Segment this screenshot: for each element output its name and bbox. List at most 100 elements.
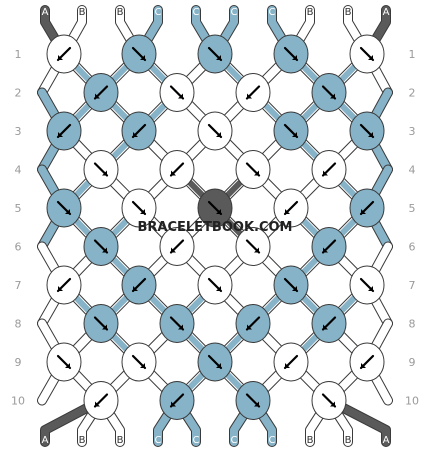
row-number-left: 9 — [15, 356, 22, 369]
arrow-head — [133, 132, 138, 137]
arrow-head — [323, 170, 328, 176]
knot[interactable] — [235, 304, 271, 343]
arrow-head — [368, 286, 373, 291]
arrow-head — [58, 55, 63, 60]
knot[interactable] — [83, 73, 119, 112]
knot[interactable] — [197, 342, 233, 382]
knot[interactable] — [159, 73, 195, 112]
knot[interactable] — [121, 111, 157, 151]
knot[interactable] — [349, 265, 385, 305]
knot[interactable] — [159, 381, 195, 420]
knot[interactable] — [83, 304, 119, 343]
knot[interactable] — [311, 150, 347, 189]
arrow-head — [285, 209, 290, 214]
arrow-head — [65, 363, 70, 368]
knot[interactable] — [273, 111, 309, 151]
strand-tail — [41, 396, 105, 446]
top-strand-label: A — [383, 7, 390, 18]
knot[interactable] — [197, 34, 233, 74]
bottom-strand-label: C — [193, 435, 200, 446]
row-number-right: 3 — [409, 125, 416, 138]
knot[interactable] — [349, 342, 385, 382]
knot[interactable] — [349, 111, 385, 151]
knot[interactable] — [349, 188, 385, 228]
knot[interactable] — [197, 188, 233, 228]
arrow-head — [178, 324, 183, 330]
knot[interactable] — [46, 342, 82, 382]
top-strand-label: C — [269, 7, 276, 18]
knot[interactable] — [159, 304, 195, 343]
arrow-head — [216, 55, 221, 60]
watermark: BRACELETBOOK.COM — [138, 220, 293, 235]
knot[interactable] — [46, 265, 82, 305]
knot[interactable] — [46, 34, 82, 74]
knot[interactable] — [46, 111, 82, 151]
bottom-strand-label: B — [307, 435, 314, 446]
arrow-head — [216, 209, 221, 214]
arrow-head — [368, 55, 373, 60]
bottom-strand-label: B — [79, 435, 86, 446]
arrow-head — [292, 132, 297, 137]
arrow-head — [330, 401, 335, 407]
knot[interactable] — [159, 227, 195, 266]
knot[interactable] — [273, 342, 309, 382]
knot[interactable] — [83, 381, 119, 420]
arrow-head — [95, 93, 100, 99]
knot[interactable] — [311, 227, 347, 266]
knot[interactable] — [235, 381, 271, 420]
strand-tail — [325, 396, 390, 446]
bottom-strand-label: C — [231, 435, 238, 446]
arrow-head — [102, 170, 107, 176]
knot[interactable] — [235, 73, 271, 112]
knot[interactable] — [83, 150, 119, 189]
knot-layer — [46, 34, 385, 420]
arrow-head — [178, 93, 183, 99]
row-number-right: 1 — [409, 48, 416, 61]
knot[interactable] — [197, 265, 233, 305]
arrow-head — [171, 401, 176, 407]
row-number-left: 4 — [15, 164, 22, 177]
arrow-head — [133, 286, 138, 291]
knot[interactable] — [311, 73, 347, 112]
knot[interactable] — [349, 34, 385, 74]
arrow-head — [247, 93, 252, 99]
bottom-strand-label: C — [269, 435, 276, 446]
row-number-right: 5 — [409, 202, 416, 215]
row-number-right: 7 — [409, 279, 416, 292]
knot[interactable] — [121, 188, 157, 228]
arrow-head — [292, 286, 297, 291]
knot[interactable] — [273, 265, 309, 305]
arrow-head — [216, 132, 221, 137]
knot[interactable] — [273, 34, 309, 74]
top-strand-label: B — [117, 7, 124, 18]
knot[interactable] — [235, 150, 271, 189]
bottom-strand-label: B — [117, 435, 124, 446]
knot[interactable] — [311, 304, 347, 343]
row-number-left: 10 — [11, 395, 25, 408]
row-number-right: 10 — [405, 395, 419, 408]
arrow-head — [216, 363, 221, 368]
knot[interactable] — [197, 111, 233, 151]
bottom-strand-label: A — [383, 435, 390, 446]
knot[interactable] — [235, 227, 271, 266]
knot[interactable] — [273, 188, 309, 228]
arrow-head — [254, 170, 259, 176]
row-number-right: 8 — [409, 318, 416, 331]
knot[interactable] — [311, 381, 347, 420]
arrow-head — [254, 247, 259, 253]
knot[interactable] — [46, 188, 82, 228]
knot[interactable] — [83, 227, 119, 266]
top-strand-label: C — [193, 7, 200, 18]
knot[interactable] — [121, 342, 157, 382]
knot[interactable] — [121, 34, 157, 74]
arrow-head — [361, 209, 366, 214]
knot[interactable] — [121, 265, 157, 305]
arrow-head — [285, 363, 290, 368]
arrow-head — [95, 401, 100, 407]
top-strand-label: B — [307, 7, 314, 18]
knot[interactable] — [159, 150, 195, 189]
arrow-head — [361, 363, 366, 368]
arrow-head — [140, 55, 145, 60]
